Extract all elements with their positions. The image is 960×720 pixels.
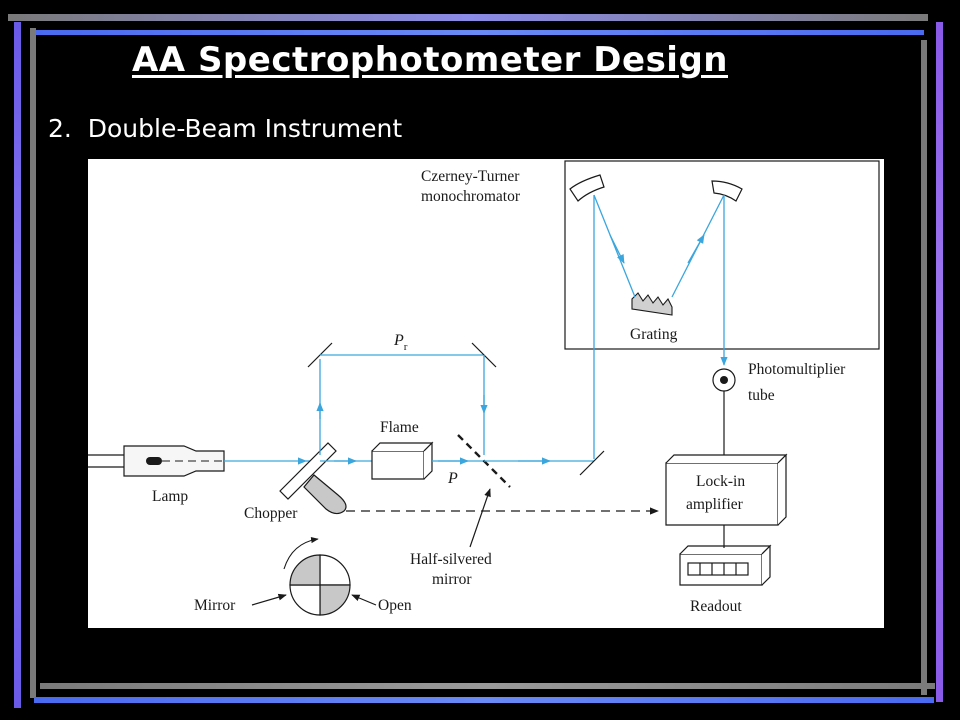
flame-box-top <box>371 442 434 452</box>
monochromator-label-line2: monochromator <box>421 188 521 205</box>
mono-arrow-2 <box>687 234 705 264</box>
double-beam-diagram: Czerney-Turner monochromator Grating Pho… <box>88 159 884 628</box>
subtitle-number: 2. <box>48 114 72 143</box>
frame-bar-right-1 <box>921 40 927 695</box>
ref-beam-label: Pr <box>393 332 408 353</box>
rotation-arrow-icon <box>283 537 319 570</box>
readout-box <box>679 553 763 586</box>
flame-box <box>371 450 425 480</box>
monochromator-label-line1: Czerney-Turner <box>421 168 520 185</box>
subtitle-text: Double-Beam Instrument <box>87 114 403 143</box>
chopper-label: Chopper <box>244 505 298 522</box>
frame-bar-top-2 <box>34 30 924 35</box>
readout-box-top <box>679 545 772 555</box>
lockin-box-top <box>665 454 788 464</box>
lockin-label-line2: amplifier <box>686 496 744 513</box>
open-pointer <box>351 594 377 606</box>
pmt-icon-center <box>720 376 728 384</box>
frame-bar-left-1 <box>14 22 21 708</box>
frame-bar-left-2 <box>30 28 36 698</box>
half-silvered-label-line2: mirror <box>432 571 472 588</box>
flame-box-side <box>423 441 433 480</box>
open-label: Open <box>378 597 412 614</box>
readout-display <box>687 562 749 576</box>
readout-label: Readout <box>690 598 742 615</box>
frame-bar-bottom-1 <box>40 683 935 689</box>
frame-bar-top-1 <box>8 14 928 21</box>
chopper-icon <box>279 442 347 515</box>
chopper-disk-icon <box>289 554 351 616</box>
mono-arrow-1 <box>609 234 625 264</box>
slide-title: AA Spectrophotometer Design <box>131 40 728 80</box>
mono-beam-in <box>593 194 636 298</box>
monochromator-box <box>564 160 880 350</box>
folding-mirror <box>579 450 605 476</box>
diagram-svg: Czerney-Turner monochromator Grating Pho… <box>88 160 880 616</box>
mirror-label: Mirror <box>194 597 236 614</box>
frame-bar-right-2 <box>936 22 943 702</box>
frame-bar-bottom-2 <box>34 697 934 703</box>
flame-label: Flame <box>380 419 419 436</box>
half-silvered-pointer <box>469 488 491 548</box>
mono-mirror-right <box>711 180 743 202</box>
lockin-box-side <box>777 453 787 526</box>
half-silvered-label-line1: Half-silvered <box>410 551 492 568</box>
grating-icon <box>631 292 673 316</box>
lamp-cathode <box>146 457 162 465</box>
lamp-icon <box>123 445 225 477</box>
mirror-pointer <box>251 593 287 606</box>
slide-subtitle: 2. Double-Beam Instrument <box>48 114 402 143</box>
pmt-label-line2: tube <box>748 387 775 404</box>
readout-box-side <box>761 544 771 586</box>
mono-mirror-left <box>569 174 605 202</box>
lockin-label-line1: Lock-in <box>696 473 745 490</box>
sample-beam-label: P <box>447 470 458 487</box>
pmt-label-line1: Photomultiplier <box>748 361 846 378</box>
lamp-label: Lamp <box>152 488 188 505</box>
grating-label: Grating <box>630 326 678 343</box>
